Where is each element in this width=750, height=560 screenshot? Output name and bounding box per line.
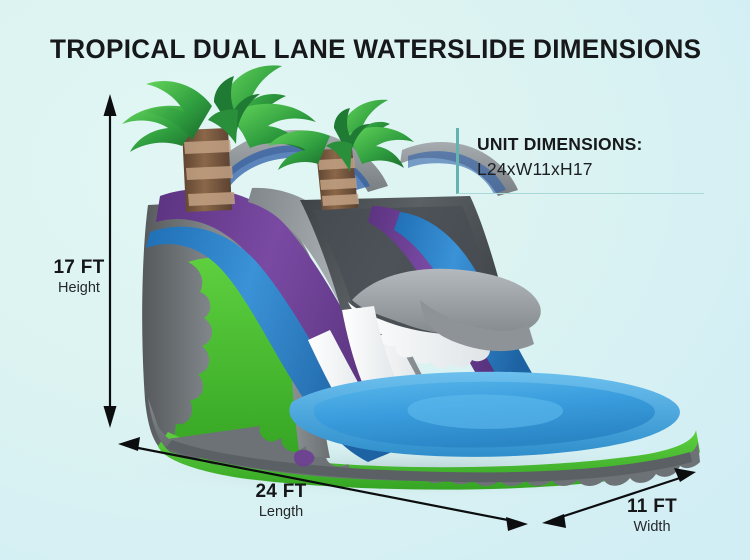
width-value: 11 FT — [626, 496, 678, 517]
height-measurement: 17 FT Height — [36, 258, 122, 299]
width-measurement: 11 FT Width — [604, 497, 700, 538]
width-arrow-head-right — [674, 468, 696, 482]
length-arrow-head-left — [118, 437, 140, 451]
length-value: 24 FT — [255, 481, 307, 502]
length-arrow-line — [127, 444, 519, 524]
length-arrow-head-right — [506, 517, 528, 531]
unit-dimensions-callout: UNIT DIMENSIONS: L24xW11xH17 — [456, 128, 704, 194]
page-title: TROPICAL DUAL LANE WATERSLIDE DIMENSIONS — [50, 34, 702, 64]
palm-tree-right — [268, 99, 414, 210]
length-caption: Length — [258, 503, 304, 520]
width-caption: Width — [633, 518, 671, 535]
height-arrow-head-bottom — [103, 406, 117, 428]
height-value: 17 FT — [53, 257, 105, 278]
height-caption: Height — [58, 279, 100, 296]
unit-dimensions-label: UNIT DIMENSIONS: — [477, 134, 643, 154]
palm-tree-left — [122, 65, 316, 212]
width-arrow-line — [551, 474, 687, 522]
unit-dimensions-value: L24xW11xH17 — [477, 158, 593, 179]
width-arrow-head-left — [542, 514, 566, 528]
length-measurement: 24 FT Length — [216, 482, 346, 523]
height-arrow-head-top — [103, 94, 117, 116]
